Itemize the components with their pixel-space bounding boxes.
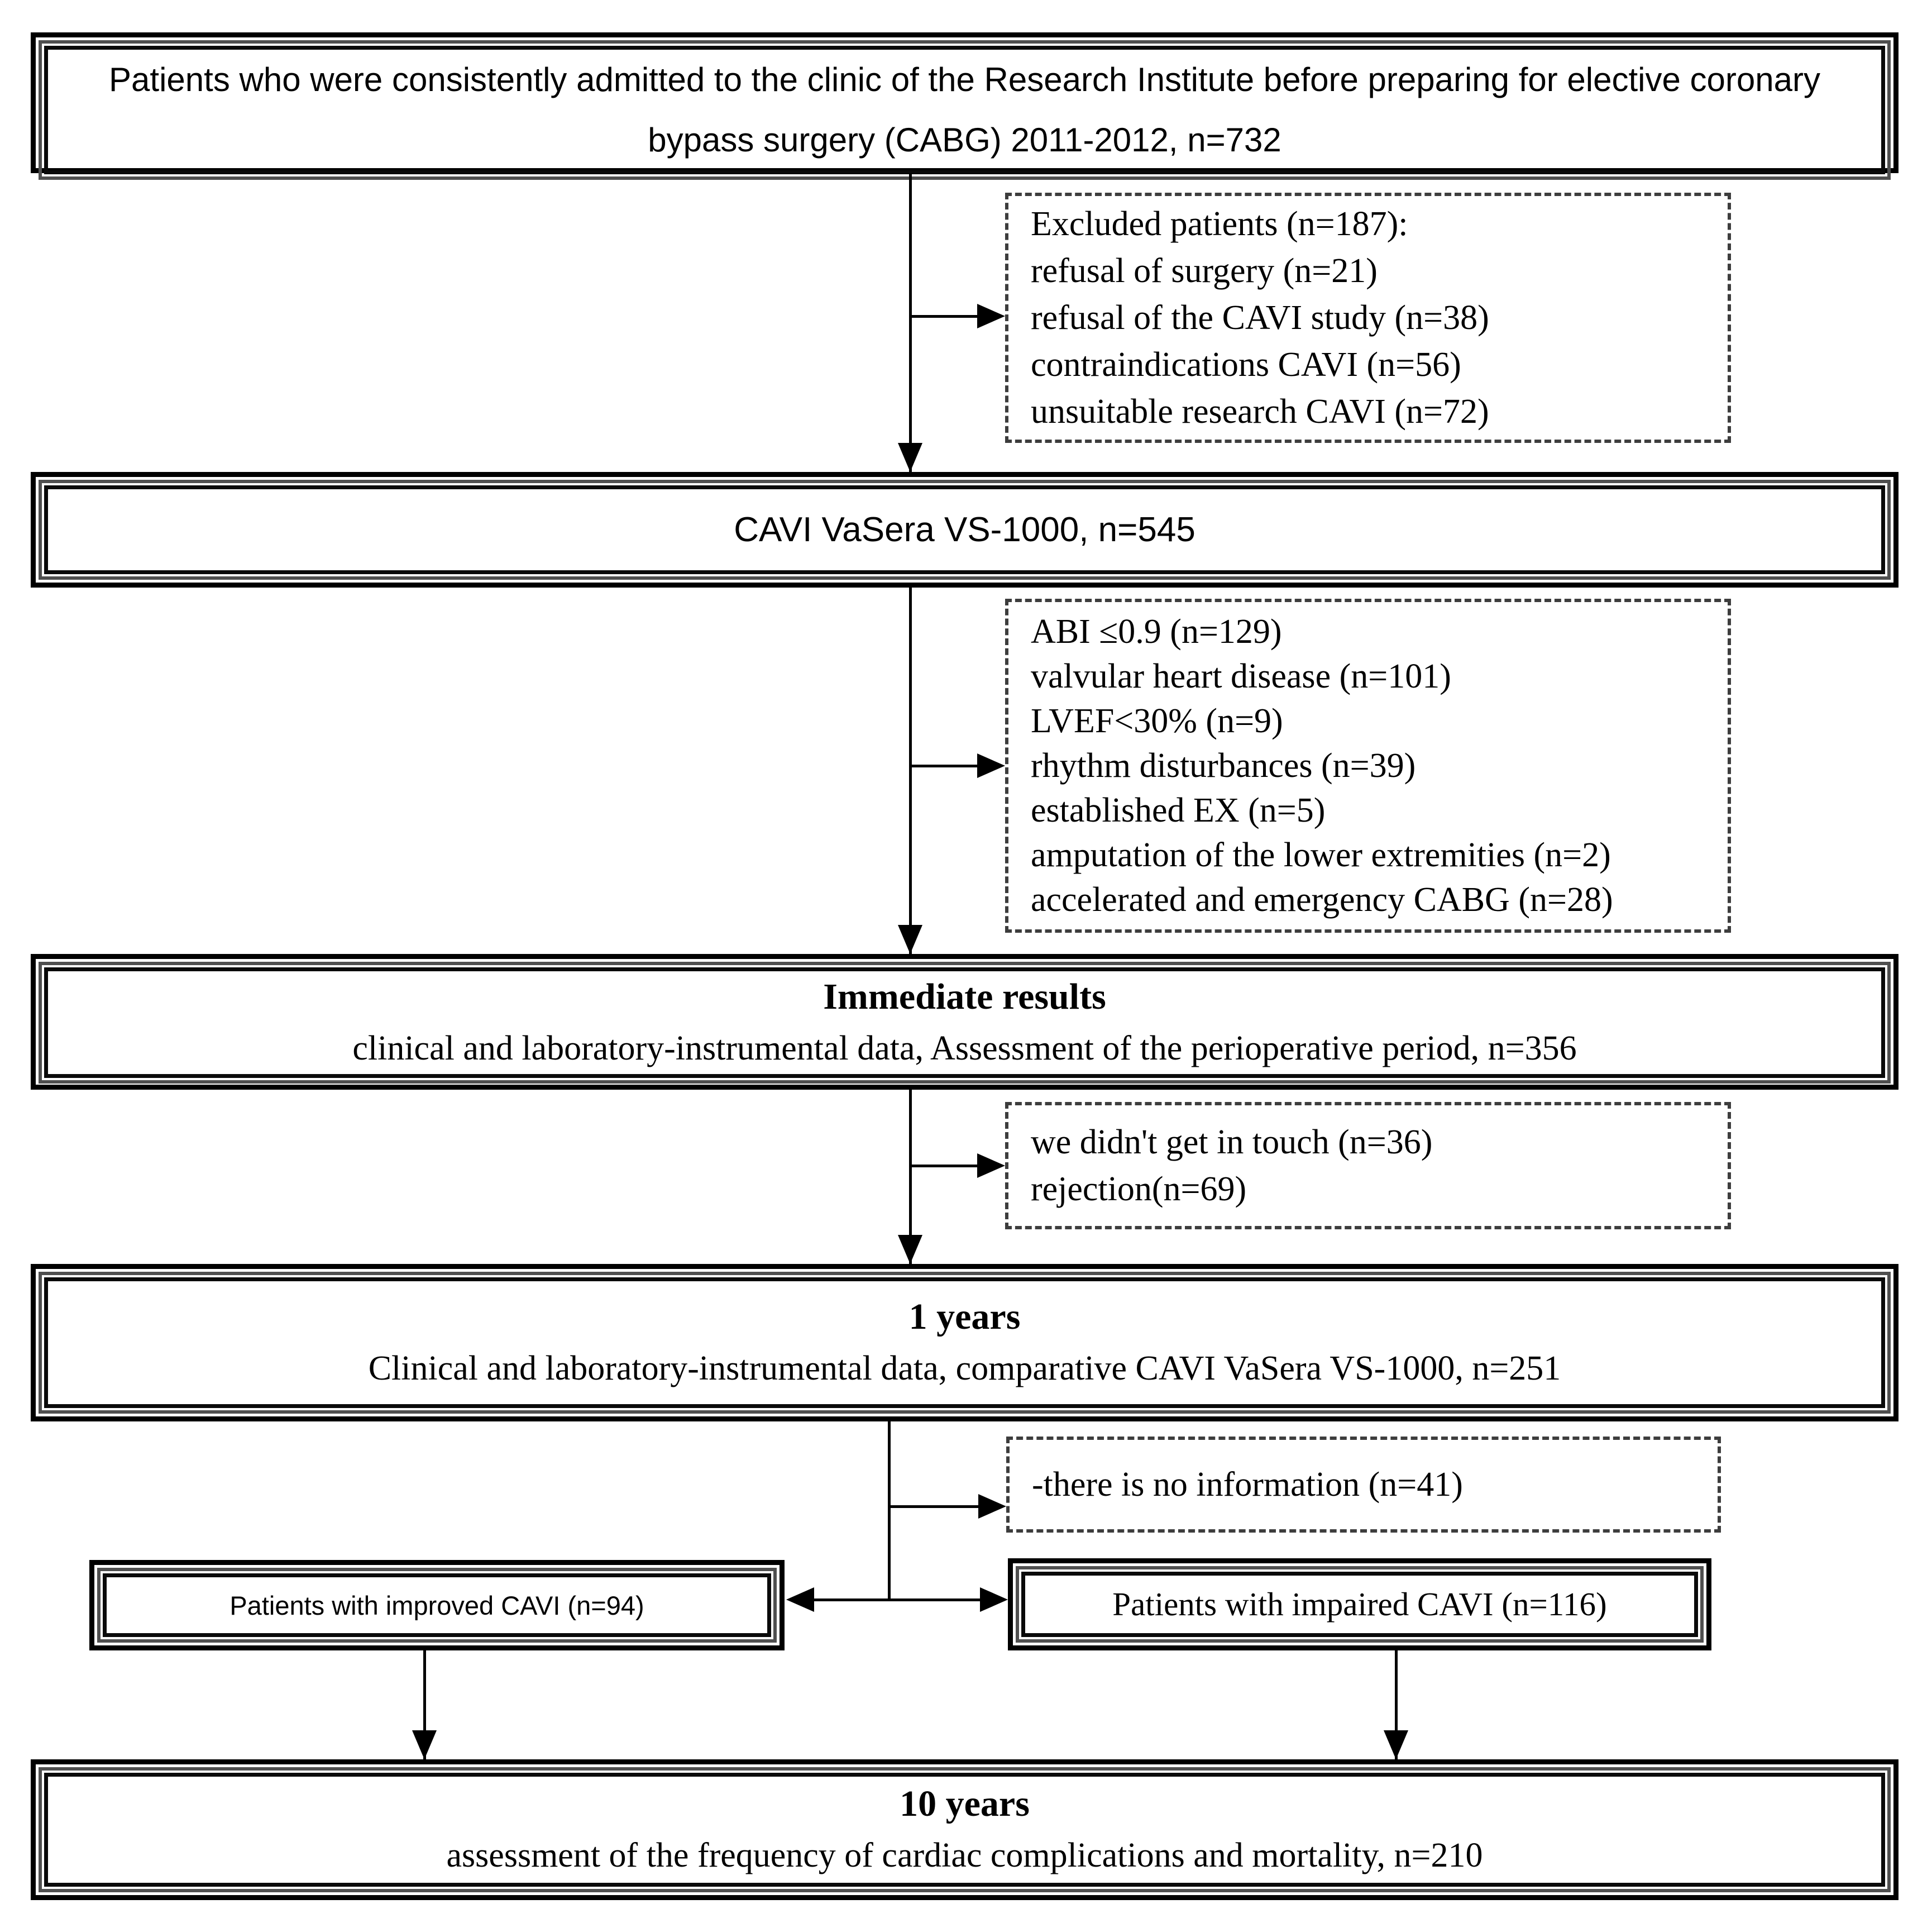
cavi-box: CAVI VaSera VS-1000, n=545 (31, 472, 1898, 588)
exclusion-2-line: ABI ≤0.9 (n=129) (1031, 613, 1282, 651)
exclusion-3-line: we didn't get in touch (n=36) (1031, 1123, 1433, 1161)
arrowhead-right-exclusion-4 (978, 1494, 1006, 1519)
connector-split-horizontal (804, 1598, 988, 1601)
immediate-results-box: Immediate results clinical and laborator… (31, 954, 1898, 1090)
exclusion-1-line: refusal of surgery (n=21) (1031, 252, 1378, 290)
arrowhead-down-impaired (1384, 1730, 1408, 1759)
connector-branch-3 (910, 1165, 983, 1167)
arrowhead-down-one-year (898, 1235, 922, 1264)
one-year-middle-border: 1 years Clinical and laboratory-instrume… (39, 1272, 1891, 1414)
exclusion-2-line: established EX (n=5) (1031, 791, 1326, 829)
immediate-results-title: Immediate results (823, 976, 1106, 1017)
arrowhead-down-immediate (898, 925, 922, 954)
impaired-cavi-inner: Patients with impaired CAVI (n=116) (1021, 1572, 1698, 1637)
enrollment-box-inner: Patients who were consistently admitted … (44, 46, 1885, 174)
exclusion-1-line: unsuitable research CAVI (n=72) (1031, 393, 1489, 431)
arrowhead-down-improved (412, 1730, 437, 1759)
connector-branch-2 (910, 765, 983, 767)
ten-years-inner: 10 years assessment of the frequency of … (44, 1773, 1885, 1887)
exclusion-2-line: accelerated and emergency CABG (n=28) (1031, 881, 1613, 919)
cavi-text: CAVI VaSera VS-1000, n=545 (734, 510, 1195, 549)
cavi-box-middle-border: CAVI VaSera VS-1000, n=545 (39, 480, 1891, 580)
connector-branch-4 (889, 1505, 978, 1508)
ten-years-middle-border: 10 years assessment of the frequency of … (39, 1767, 1891, 1892)
exclusion-3-line: rejection(n=69) (1031, 1170, 1247, 1208)
ten-years-subtitle: assessment of the frequency of cardiac c… (446, 1836, 1483, 1874)
connector-trunk-4 (888, 1421, 891, 1601)
ten-years-title: 10 years (900, 1783, 1030, 1824)
enrollment-box-middle-border: Patients who were consistently admitted … (39, 40, 1891, 180)
one-year-inner: 1 years Clinical and laboratory-instrume… (44, 1277, 1885, 1408)
immediate-results-subtitle: clinical and laboratory-instrumental dat… (352, 1029, 1577, 1067)
exclusion-2-line: rhythm disturbances (n=39) (1031, 747, 1416, 785)
exclusion-1-line: Excluded patients (n=187): (1031, 205, 1408, 243)
exclusion-box-2: ABI ≤0.9 (n=129) valvular heart disease … (1005, 599, 1731, 933)
exclusion-2-line: LVEF<30% (n=9) (1031, 702, 1283, 740)
connector-trunk-1 (909, 173, 912, 472)
arrowhead-right-impaired (980, 1587, 1008, 1612)
exclusion-box-4: -there is no information (n=41) (1006, 1437, 1721, 1533)
improved-cavi-text: Patients with improved CAVI (n=94) (229, 1590, 644, 1620)
connector-trunk-3 (909, 1090, 912, 1264)
one-year-box: 1 years Clinical and laboratory-instrume… (31, 1264, 1898, 1421)
arrowhead-left-improved (786, 1587, 814, 1612)
exclusion-2-line: amputation of the lower extremities (n=2… (1031, 836, 1611, 874)
arrowhead-down-cavi (898, 443, 922, 472)
connector-improved-down (423, 1650, 426, 1759)
impaired-cavi-text: Patients with impaired CAVI (n=116) (1112, 1586, 1607, 1623)
connector-branch-1 (910, 315, 983, 318)
immediate-results-inner: Immediate results clinical and laborator… (44, 967, 1885, 1078)
exclusion-1-line: refusal of the CAVI study (n=38) (1031, 299, 1489, 337)
cavi-box-inner: CAVI VaSera VS-1000, n=545 (44, 485, 1885, 574)
exclusion-2-line: valvular heart disease (n=101) (1031, 657, 1451, 695)
exclusion-box-1: Excluded patients (n=187): refusal of su… (1005, 193, 1731, 443)
impaired-cavi-box: Patients with impaired CAVI (n=116) (1008, 1558, 1711, 1650)
exclusion-box-3: we didn't get in touch (n=36) rejection(… (1005, 1102, 1731, 1229)
arrowhead-right-exclusion-2 (977, 753, 1005, 778)
arrowhead-right-exclusion-3 (977, 1153, 1005, 1178)
improved-cavi-middle-border: Patients with improved CAVI (n=94) (97, 1568, 777, 1643)
connector-impaired-down (1395, 1650, 1398, 1759)
arrowhead-right-exclusion-1 (977, 304, 1005, 328)
enrollment-box: Patients who were consistently admitted … (31, 32, 1898, 180)
one-year-title: 1 years (908, 1296, 1021, 1337)
connector-trunk-2 (909, 588, 912, 954)
ten-years-box: 10 years assessment of the frequency of … (31, 1759, 1898, 1900)
exclusion-1-line: contraindications CAVI (n=56) (1031, 346, 1461, 384)
improved-cavi-box: Patients with improved CAVI (n=94) (89, 1560, 785, 1650)
immediate-results-middle-border: Immediate results clinical and laborator… (39, 962, 1891, 1084)
impaired-cavi-middle-border: Patients with impaired CAVI (n=116) (1016, 1566, 1704, 1643)
enrollment-text: Patients who were consistently admitted … (109, 61, 1820, 159)
one-year-subtitle: Clinical and laboratory-instrumental dat… (368, 1349, 1561, 1387)
exclusion-4-line: -there is no information (n=41) (1032, 1466, 1463, 1504)
improved-cavi-inner: Patients with improved CAVI (n=94) (103, 1573, 771, 1637)
